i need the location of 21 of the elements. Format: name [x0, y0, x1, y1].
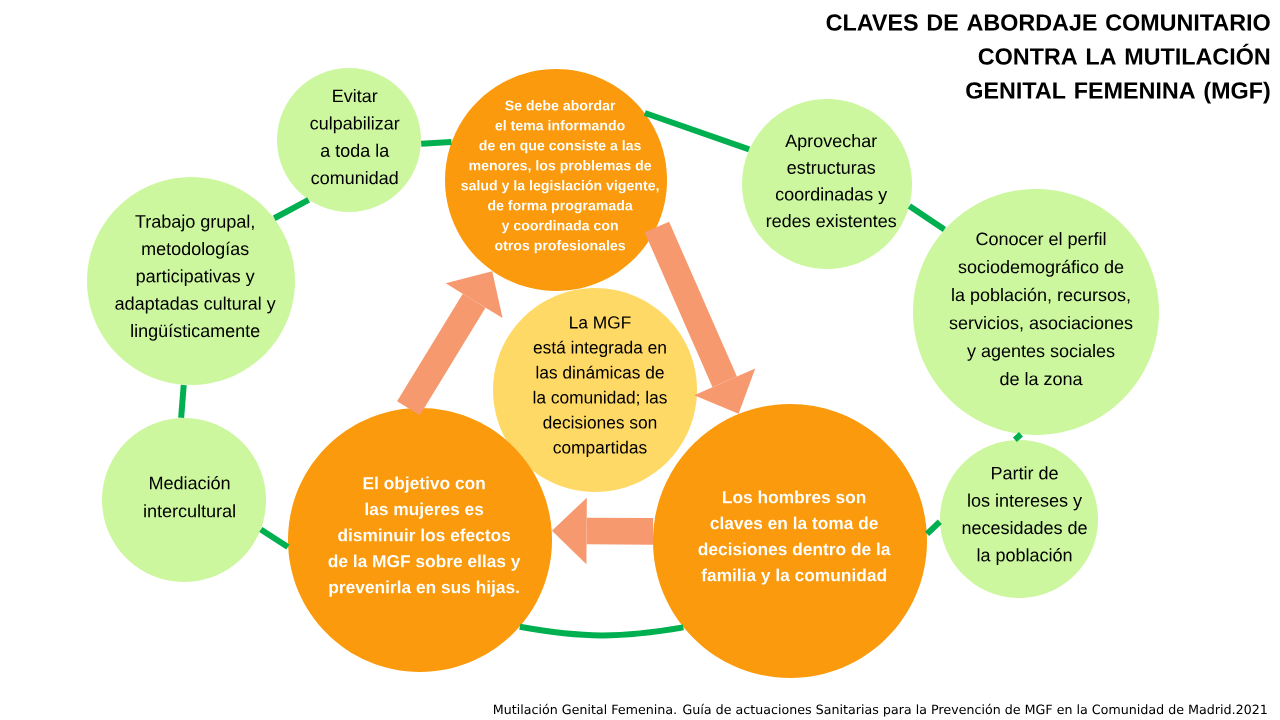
connector-line — [907, 203, 947, 232]
connector-line — [272, 197, 310, 221]
circle-node: Trabajo grupal, metodologías participativas y adaptadas cultural y lingüísticamente — [87, 177, 295, 385]
connector-line — [259, 526, 290, 550]
circle-node: Aprovechar estructuras coordinadas y redes existentes — [742, 99, 912, 269]
connector-line — [643, 110, 751, 153]
block-arrow — [644, 221, 756, 414]
circle-node: Conocer el perfil sociodemográfico de la población, recursos, servicios, asociaciones y agentes sociales de la zona — [913, 189, 1159, 435]
source-caption: Mutilación Genital Femenina. Guía de actuaciones Sanitarias para la Prevención de MGF en la Comunidad de Madrid.2021 — [494, 703, 1267, 717]
connector-line — [1012, 432, 1023, 443]
circle-node: La MGF está integrada en las dinámicas de la comunidad; las decisiones son compartidas — [493, 288, 697, 492]
connector-line — [178, 384, 187, 418]
circle-node: Se debe abordar el tema informando de en que consiste a las menores, los problemas de salud y la legislación vigente, de forma programada y coordinada con otros profesionales — [445, 69, 667, 291]
block-arrow — [397, 271, 503, 416]
circle-node: Evitar culpabilizar a toda la comunidad — [277, 68, 421, 212]
connector-line — [421, 138, 452, 147]
circle-node: Mediación intercultural — [102, 418, 266, 582]
connector-line — [925, 519, 942, 536]
circle-node: Partir de los intereses y necesidades de la población — [940, 440, 1098, 598]
connector-line — [519, 623, 684, 639]
block-arrow — [551, 497, 654, 565]
